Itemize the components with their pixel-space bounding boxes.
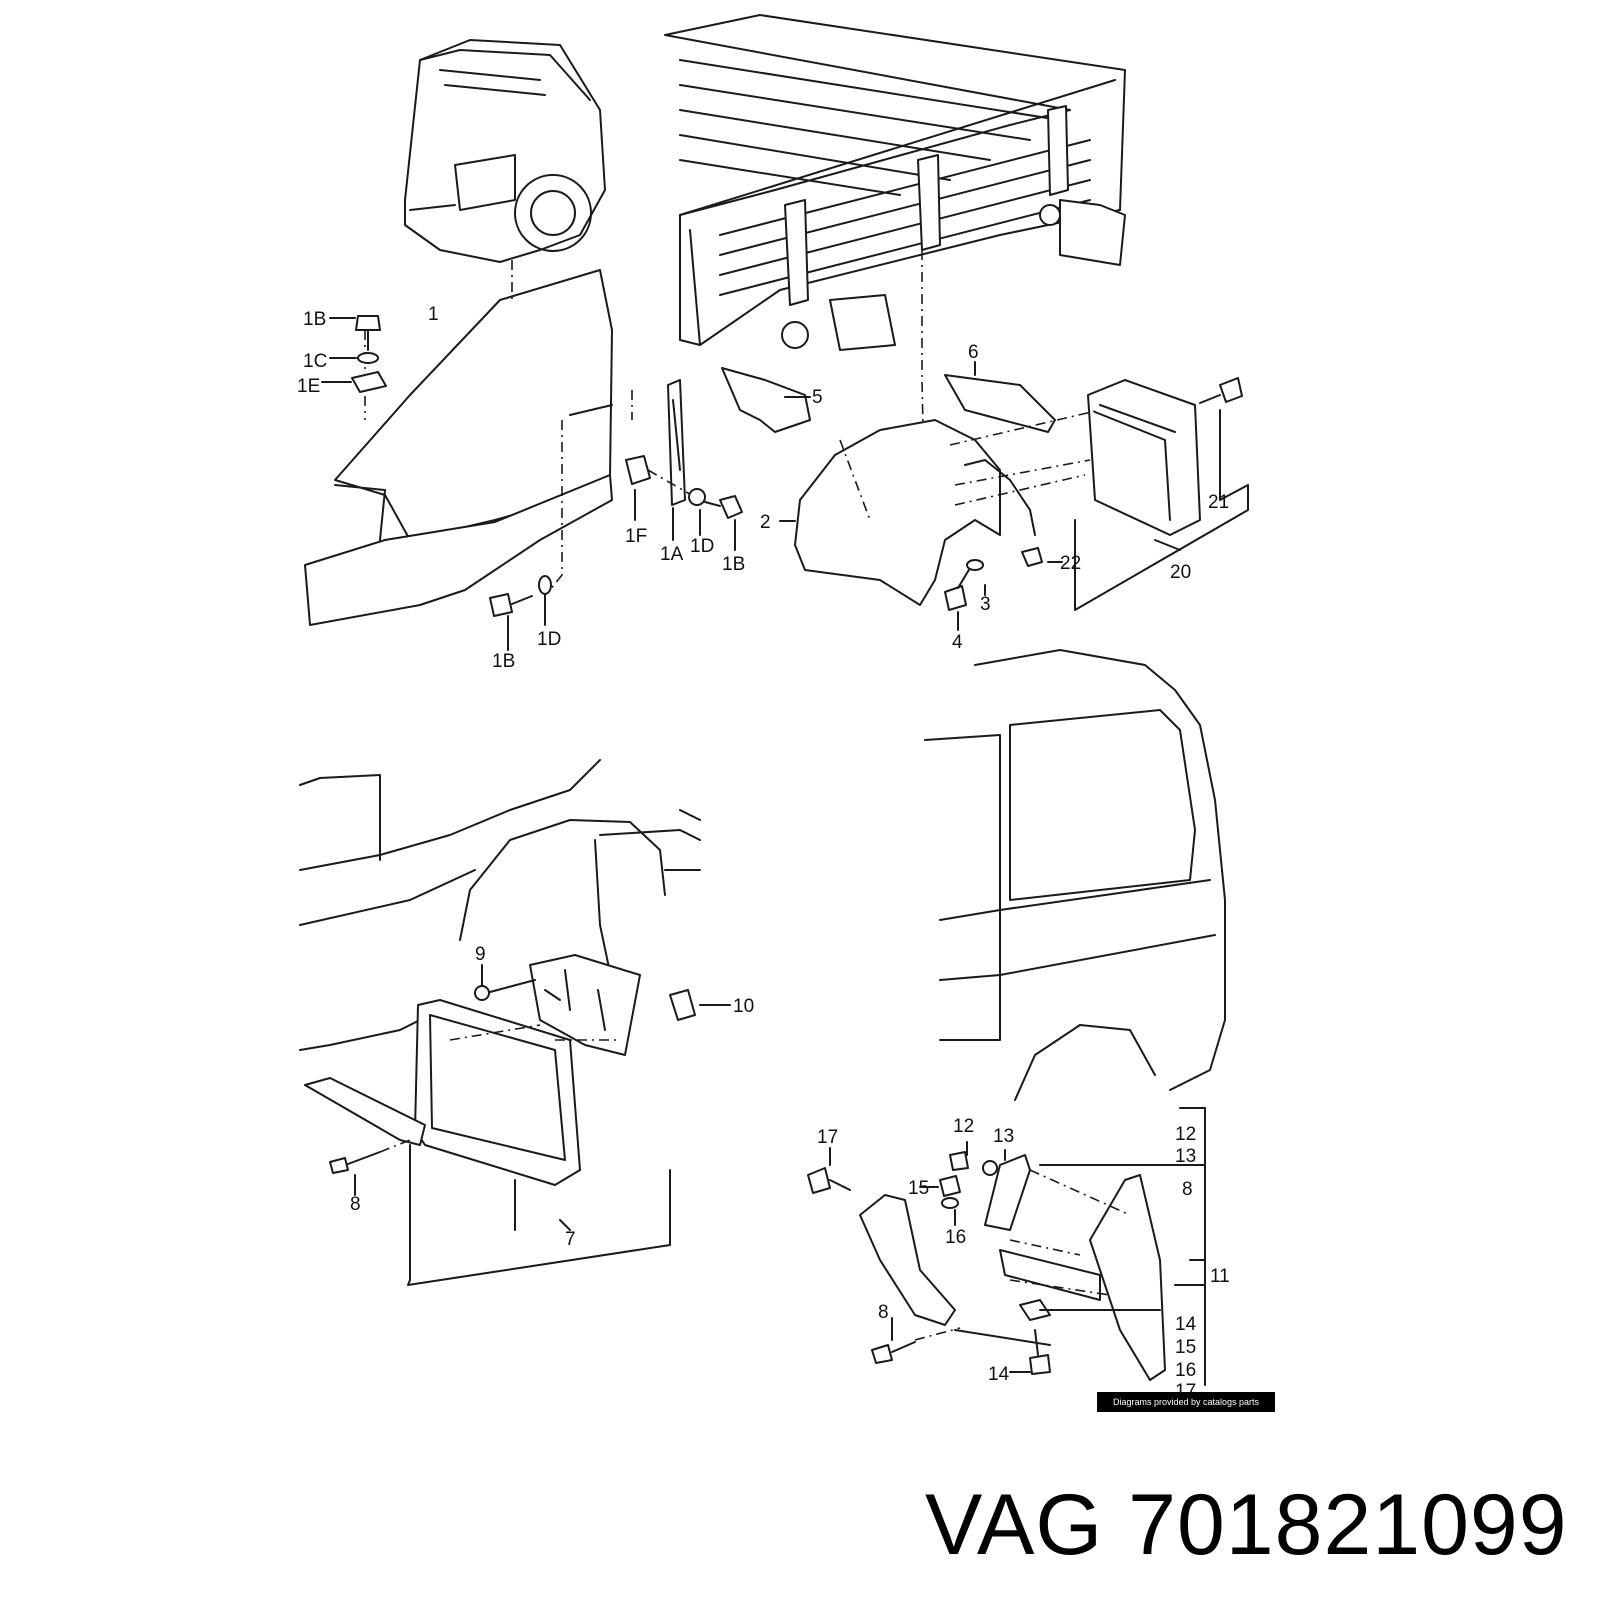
washer-1d: [688, 488, 706, 506]
clip-1e: [351, 371, 387, 393]
plate-6: [944, 374, 1056, 433]
bracket-mount: [529, 954, 641, 1056]
callout-16: 16: [945, 1227, 966, 1248]
clip-1f: [625, 455, 651, 485]
washer-16: [941, 1197, 959, 1209]
nut-15: [939, 1175, 961, 1197]
callout-1f: 1F: [625, 526, 647, 547]
strip-11: [999, 1249, 1101, 1301]
cab-side-outline: [299, 759, 701, 1051]
callout-15-list: 15: [1175, 1337, 1196, 1358]
callout-13-list: 13: [1175, 1146, 1196, 1167]
washer-13: [982, 1160, 998, 1176]
clip-14: [1019, 1299, 1051, 1321]
callout-1a: 1A: [660, 544, 684, 565]
callout-13: 13: [993, 1126, 1014, 1147]
callout-1e: 1E: [297, 376, 320, 397]
washer-3: [966, 559, 984, 571]
wheel-arch-2: [794, 419, 1001, 606]
callout-20: 20: [1170, 562, 1191, 583]
callout-1b-right: 1B: [722, 554, 745, 575]
bracket-1a: [667, 379, 686, 506]
mudflap-11: [1089, 1174, 1166, 1381]
callout-14: 14: [988, 1364, 1010, 1385]
bracket-5: [721, 367, 811, 433]
callout-2: 2: [760, 512, 771, 533]
strip-8: [304, 1077, 426, 1146]
bolt-8-left: [329, 1151, 381, 1174]
callout-22: 22: [1060, 553, 1081, 574]
callout-3: 3: [980, 594, 991, 615]
callout-17: 17: [817, 1127, 838, 1148]
callout-1b-bottom: 1B: [492, 651, 515, 672]
bolt-17: [807, 1167, 851, 1194]
callout-8-left: 8: [350, 1194, 361, 1215]
bolt-1b-bottom: [489, 593, 533, 617]
van-rear-outline: [924, 649, 1226, 1101]
callout-16-list: 16: [1175, 1360, 1196, 1381]
washer-1c: [357, 352, 379, 364]
callout-1d-bottom: 1D: [537, 629, 561, 650]
callout-11: 11: [1210, 1266, 1230, 1287]
bolt-14: [1029, 1329, 1051, 1375]
bolt-1b-top: [355, 315, 381, 351]
callout-5: 5: [812, 387, 823, 408]
bolt-1b-right: [704, 495, 743, 519]
callout-4: 4: [952, 632, 963, 653]
callout-1: 1: [428, 304, 439, 325]
bracket-17: [859, 1194, 956, 1326]
callout-1d: 1D: [690, 536, 714, 557]
callout-labels: 1B 1C 1E 1 1F 1A 1D 1B 1B 1D 2 3 4 5 6 2…: [297, 304, 1230, 1402]
callout-15: 15: [908, 1178, 929, 1199]
front-fender-panel: [304, 269, 613, 626]
callout-12: 12: [953, 1116, 974, 1137]
screw-9: [474, 979, 536, 1001]
pickup-bed: [664, 14, 1126, 351]
bolt-4: [944, 567, 971, 611]
callout-7: 7: [565, 1229, 576, 1250]
bolt-12: [949, 1151, 969, 1171]
part-number-caption: VAG 701821099: [925, 1477, 1568, 1573]
nut-22: [1021, 547, 1043, 567]
callout-10: 10: [733, 996, 754, 1017]
callout-9: 9: [475, 944, 486, 965]
callout-8-list: 8: [1182, 1179, 1193, 1200]
callout-1c: 1C: [303, 351, 327, 372]
mudflap-20: [1087, 379, 1201, 536]
bracket-13: [984, 1154, 1031, 1231]
nut-10: [669, 989, 696, 1021]
bolt-21: [1199, 377, 1243, 404]
callout-12-list: 12: [1175, 1124, 1196, 1145]
callout-8-right: 8: [878, 1302, 889, 1323]
callout-6: 6: [968, 342, 979, 363]
callout-21: 21: [1208, 492, 1229, 513]
callout-14-list: 14: [1175, 1314, 1197, 1335]
callout-1b: 1B: [303, 309, 326, 330]
credit-badge: Diagrams provided by catalogs parts: [1097, 1392, 1275, 1412]
washer-1d-bottom: [538, 575, 552, 595]
cab-front-outline: [404, 39, 606, 263]
bolt-8-right: [871, 1341, 916, 1364]
